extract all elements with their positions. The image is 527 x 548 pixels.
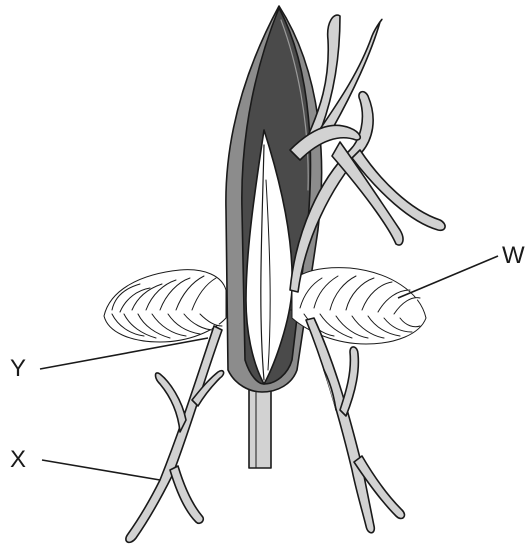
left-anther-x [126,326,224,542]
flower-stalk [249,388,271,468]
label-w: W [502,244,525,268]
pointer-y [40,338,208,369]
pointer-w [398,256,498,298]
label-x: X [10,448,26,472]
right-anther [306,318,404,533]
left-stigma [104,270,226,342]
pointer-x [42,460,160,480]
label-y: Y [10,357,26,381]
